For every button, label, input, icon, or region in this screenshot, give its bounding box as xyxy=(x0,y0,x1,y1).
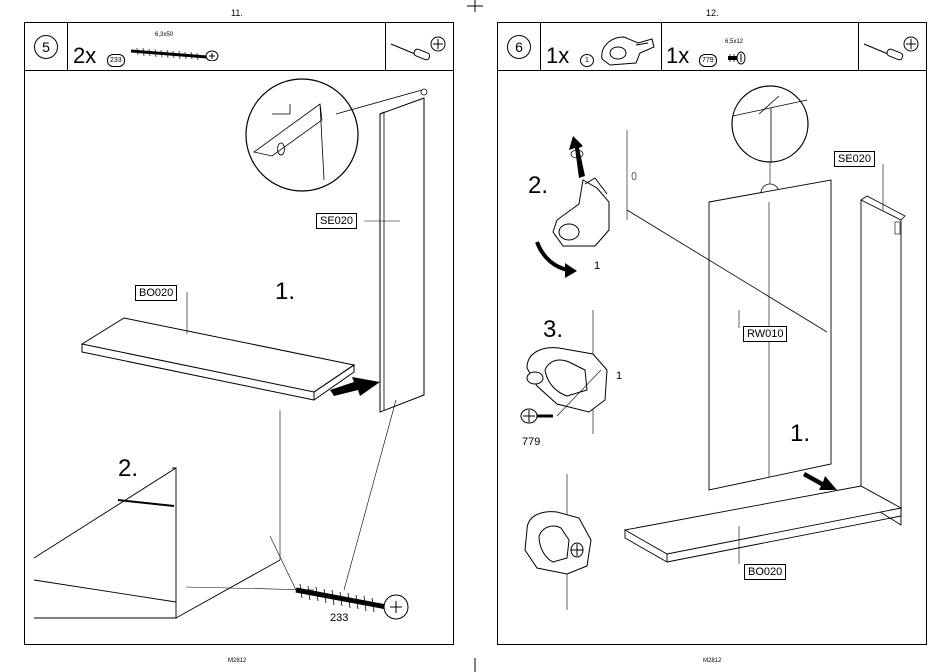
label-se020-left: SE020 xyxy=(316,213,357,229)
phillips-head-icon xyxy=(429,35,447,53)
tool-divider xyxy=(858,23,859,70)
screw-779-label: 779 xyxy=(522,436,540,448)
part-b-size-label: 6,5x12 xyxy=(725,39,743,45)
label-rw010: RW010 xyxy=(743,326,787,342)
part-a-id-badge: 1 xyxy=(580,54,594,67)
phillips-head-icon xyxy=(902,35,920,53)
bracket-part-icon xyxy=(596,29,658,69)
bracket-1-label-2: 1 xyxy=(616,370,622,382)
left-assembly-illustration xyxy=(24,70,454,645)
step-number-badge: 6 xyxy=(507,35,531,59)
label-bo020-left: BO020 xyxy=(135,285,177,301)
right-step-header: 6 1x 1 1x 779 6,5x12 xyxy=(498,23,926,71)
step-3-label-right: 3. xyxy=(543,316,563,344)
left-step-header: 5 2x 233 6,3x50 xyxy=(25,23,453,71)
step-1-label-right: 1. xyxy=(790,420,810,448)
bracket-1-label: 1 xyxy=(594,260,600,272)
part-id-badge: 233 xyxy=(107,54,125,67)
page-number-right: 12. xyxy=(706,8,719,18)
header-divider xyxy=(540,23,541,70)
part-size-label: 6,3x50 xyxy=(155,32,173,38)
tool-divider xyxy=(385,23,386,70)
header-divider xyxy=(67,23,68,70)
label-se020-right: SE020 xyxy=(834,151,875,167)
quantity-label: 2x xyxy=(73,45,96,67)
page-number-left: 11. xyxy=(231,8,243,18)
screw-233-drawing xyxy=(296,584,408,619)
quantity-label-b: 1x xyxy=(666,45,689,67)
step-2-label-right: 2. xyxy=(528,172,548,200)
step-number-badge: 5 xyxy=(34,35,58,59)
long-screw-icon xyxy=(129,41,224,61)
page-footer-left: M2812 xyxy=(228,658,246,664)
page-footer-right: M2812 xyxy=(703,658,721,664)
step-1-label-left: 1. xyxy=(275,278,295,306)
screw-233-label: 233 xyxy=(330,612,348,624)
short-screw-icon xyxy=(726,50,750,66)
screwdriver-icon xyxy=(862,40,907,64)
header-divider-2 xyxy=(661,23,662,70)
quantity-label-a: 1x xyxy=(546,45,569,67)
part-b-id-badge: 779 xyxy=(699,54,717,67)
label-bo020-right: BO020 xyxy=(744,564,786,580)
step-2-label-left: 2. xyxy=(118,455,138,483)
screwdriver-icon xyxy=(389,40,434,64)
